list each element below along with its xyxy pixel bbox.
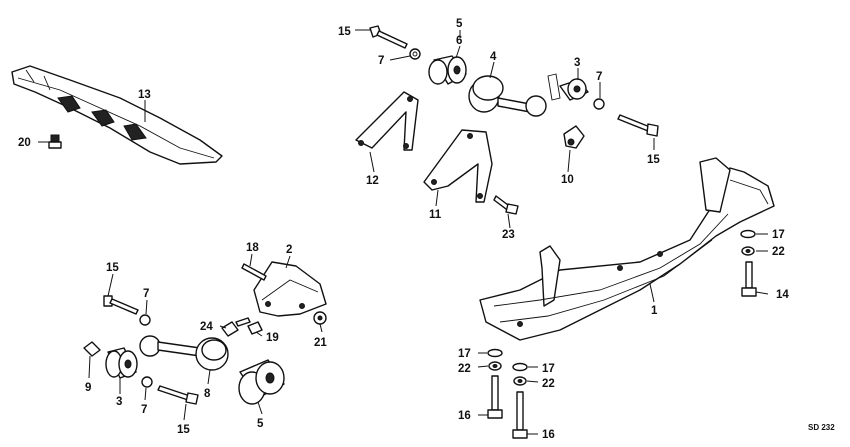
callout-15: 15 (338, 26, 351, 38)
bolt-part (741, 261, 757, 297)
callout-22: 22 (542, 378, 555, 390)
torque-rod-part (139, 335, 229, 371)
bracket-part (563, 125, 585, 149)
bolt-part (512, 391, 528, 439)
callout-13: 13 (138, 89, 151, 101)
bolt-part (103, 295, 139, 315)
callout-23: 23 (502, 229, 515, 241)
washer-part (740, 229, 756, 239)
callout-17: 17 (772, 229, 785, 241)
washer-part (487, 348, 503, 371)
callout-15: 15 (177, 424, 190, 436)
bolt-part (617, 114, 659, 137)
callout-2: 2 (286, 244, 292, 256)
bolt-part (493, 195, 519, 215)
callout-7: 7 (596, 71, 602, 83)
callout-15: 15 (106, 262, 119, 274)
bushing-part (105, 347, 138, 379)
callout-16: 16 (458, 410, 471, 422)
bracket-part (253, 261, 327, 317)
bushing-part (559, 78, 589, 101)
callout-15: 15 (647, 154, 660, 166)
callout-3: 3 (574, 57, 580, 69)
callout-labels: 15 5 6 7 4 3 7 15 10 12 11 23 13 20 17 2… (18, 18, 835, 441)
callout-8: 8 (204, 388, 211, 400)
bushing-part (428, 55, 467, 85)
callout-11: 11 (429, 209, 442, 221)
callout-18: 18 (246, 242, 259, 254)
callout-7: 7 (143, 288, 149, 300)
clip-part (48, 134, 62, 149)
washer-part (141, 376, 153, 388)
callout-1: 1 (651, 305, 658, 317)
washer-part (139, 314, 151, 326)
washer-part (741, 246, 755, 256)
bracket-part (355, 91, 419, 151)
callout-10: 10 (561, 174, 574, 186)
splash-shield-part (11, 65, 223, 165)
callout-7: 7 (141, 404, 147, 416)
callout-24: 24 (200, 321, 213, 333)
callout-9: 9 (85, 382, 91, 394)
callout-5: 5 (257, 418, 264, 430)
callout-6: 6 (456, 35, 462, 47)
callout-7: 7 (378, 55, 384, 67)
callout-4: 4 (490, 51, 497, 63)
bushing-part (238, 359, 285, 405)
callout-22: 22 (772, 246, 785, 258)
callout-3: 3 (116, 396, 122, 408)
leader-lines (38, 29, 769, 435)
callout-16: 16 (542, 429, 555, 441)
diagram-code: SD 232 (808, 423, 835, 432)
washer-part (409, 48, 421, 60)
callout-22: 22 (458, 363, 471, 375)
callout-12: 12 (366, 175, 379, 187)
callout-5: 5 (456, 18, 463, 30)
stud-part (241, 263, 267, 281)
callout-14: 14 (776, 289, 789, 301)
clip-part (83, 341, 101, 357)
callout-21: 21 (314, 337, 327, 349)
callout-17: 17 (542, 363, 555, 375)
torque-rod-part (468, 73, 561, 117)
crossmember-part (479, 157, 775, 341)
nut-part (313, 311, 327, 325)
bolt-part (157, 385, 199, 405)
bolt-part (487, 375, 503, 419)
callout-20: 20 (18, 137, 31, 149)
bolt-part (369, 25, 408, 49)
washer-part (593, 98, 605, 110)
bracket-part (423, 129, 493, 203)
callout-19: 19 (266, 332, 279, 344)
bolt-part (221, 317, 263, 337)
washer-part (512, 362, 528, 386)
callout-17: 17 (458, 348, 471, 360)
